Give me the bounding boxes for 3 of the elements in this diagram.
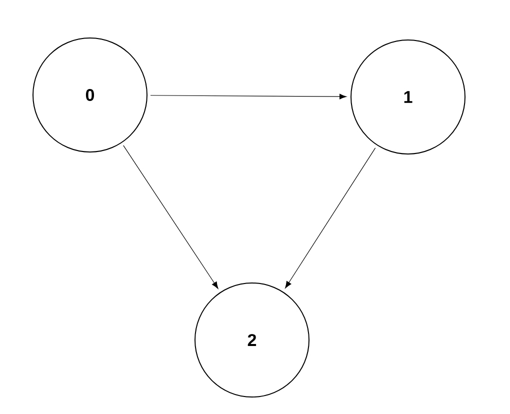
arrow — [285, 148, 376, 288]
arrow — [150, 94, 347, 100]
arrow — [123, 145, 218, 289]
